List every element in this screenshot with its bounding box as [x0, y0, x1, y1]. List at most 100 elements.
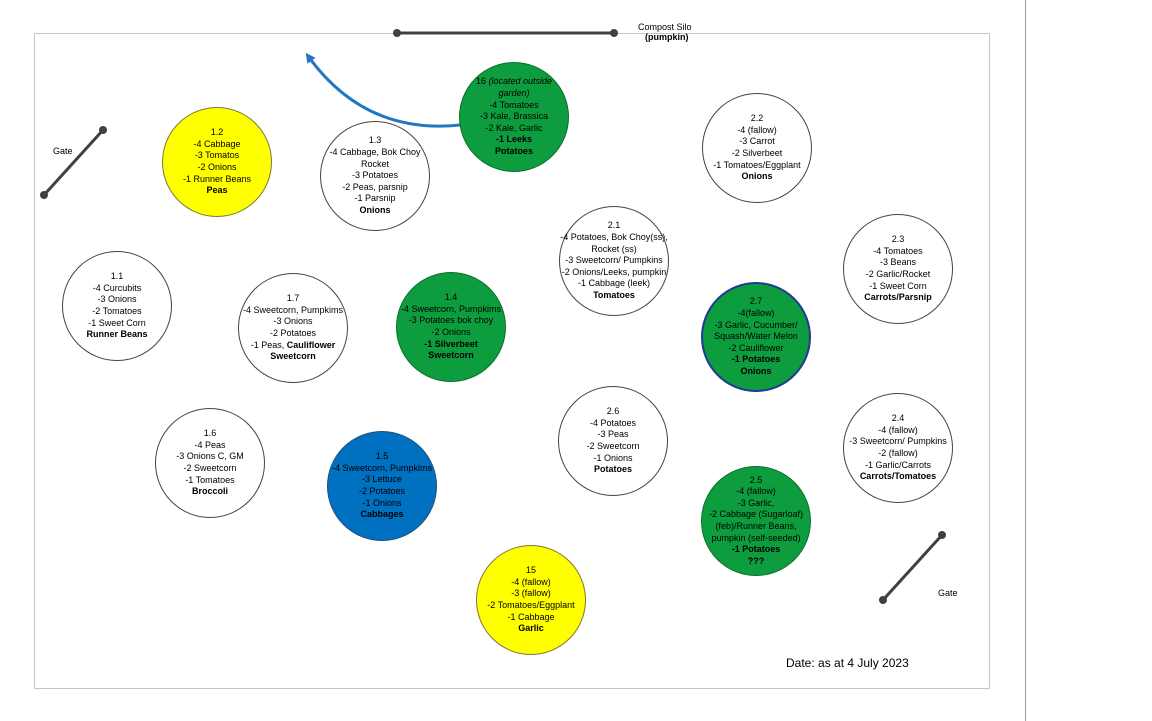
bed-id: 2.6	[606, 406, 620, 417]
bed-id: 1.5	[375, 451, 389, 462]
bed-2-6: 2.6 -4 Potatoes -3 Peas -2 Sweetcorn -1 …	[558, 386, 668, 496]
gate-left-label: Gate	[53, 146, 73, 156]
bed-line: -2 Silverbeet	[731, 148, 783, 158]
gate-right-line	[881, 533, 944, 602]
bed-1-4: 1.4 -4 Sweetcorn, Pumpkims -3 Potatoes b…	[396, 272, 506, 382]
sheet-edge-line	[1025, 0, 1026, 721]
bed-1-3: 1.3 -4 Cabbage, Bok Choy Rocket -3 Potat…	[320, 121, 430, 231]
bed-2-1: 2.1 -4 Potatoes, Bok Choy(ss), Rocket (s…	[559, 206, 669, 316]
bed-id: 1.7	[286, 293, 300, 304]
bed-id: 2.3	[891, 234, 905, 245]
bed-id: 16 (located outside garden)	[460, 76, 568, 99]
bed-current-crop: Carrots/Tomatoes	[859, 471, 937, 482]
bed-current-crop: Sweetcorn	[270, 351, 316, 362]
bed-id: 1.6	[203, 428, 217, 439]
bed-line: -1 Cabbage	[507, 611, 555, 622]
bed-line: -3 Beans	[879, 257, 917, 268]
bed-line-bold: -1 Leeks	[495, 134, 533, 145]
compost-silo-title: Compost Silo	[638, 22, 692, 32]
bed-line: -2 Peas, parsnip	[342, 181, 408, 192]
bed-line: -3 Onions C, GM	[176, 451, 244, 462]
bed-line: -3 Onions	[273, 316, 313, 327]
bed-current-crop: Onions	[741, 171, 773, 182]
bed-line: -4 Cabbage	[193, 138, 241, 149]
bed-id-number: 16	[475, 76, 486, 87]
bed-line: -4 Tomatoes	[873, 245, 923, 256]
bed-line: -3 (fallow)	[511, 588, 551, 599]
bed-id: 15	[525, 565, 536, 576]
bed-2-2: 2.2 -4 (fallow) -3 Carrot -2 Silverbeet …	[702, 93, 812, 203]
bed-line: -4(fallow)	[737, 308, 775, 319]
bed-line: -3 Garlic, Cucumber/	[714, 319, 798, 330]
bed-current-crop: ???	[747, 555, 765, 566]
bed-16: 16 (located outside garden) -4 Tomatoes …	[459, 62, 569, 172]
bed-line: -1 Sweet Corn	[88, 317, 146, 328]
bed-1-5: 1.5 -4 Sweetcorn, Pumpkims -3 Lettuce -2…	[327, 431, 437, 541]
bed-line-prefix: -1 Peas,	[250, 339, 287, 350]
move-arrow	[305, 52, 461, 128]
bed-line: -3 Kale, Brassica	[479, 111, 549, 122]
bed-line: -4 Sweetcorn, Pumpkims	[331, 462, 433, 473]
bed-id: 2.1	[607, 220, 621, 231]
bed-line: -1 Onions	[593, 452, 633, 463]
bed-line: -3 Garlic,	[737, 497, 775, 508]
bed-line: -1 Peas, Cauliflower	[251, 340, 336, 352]
bed-line: Rocket	[360, 158, 389, 169]
bed-id: 2.7	[749, 296, 763, 307]
bed-id: 2.5	[749, 474, 763, 485]
bed-line: -4 Curcubits	[92, 282, 142, 293]
bed-current-crop: Tomatoes	[593, 289, 635, 300]
bed-line: -1 Sweet Corn	[869, 280, 927, 291]
bed-line: -4 Cabbage, Bok Choy	[329, 147, 421, 158]
bed-id: 2.2	[750, 113, 764, 124]
bed-line: -4 Tomatoes	[489, 99, 539, 110]
bed-line: -3 Sweetcorn/ Pumpkins	[565, 255, 663, 266]
bed-line: -4 (fallow)	[878, 424, 918, 435]
compost-silo-subtitle: (pumpkin)	[645, 32, 689, 42]
bed-line: -1 Runner Beans	[182, 173, 252, 184]
bed-line-bold: Cauliflower	[286, 339, 336, 350]
bed-2-3: 2.3 -4 Tomatoes -3 Beans -2 Garlic/Rocke…	[843, 214, 953, 324]
bed-line: -2 Kale, Garlic	[485, 122, 543, 133]
bed-line: -2 Tomatoes/Eggplant	[487, 600, 575, 610]
bed-line: pumpkin (self-seeded)	[711, 532, 801, 543]
bed-line: -1 Garlic/Carrots	[864, 459, 931, 470]
compost-silo-label: Compost Silo (pumpkin)	[638, 22, 692, 42]
bed-current-crop: Sweetcorn	[428, 350, 474, 361]
bed-line: -4 Potatoes	[589, 417, 637, 428]
bed-line: Rocket (ss)	[591, 243, 637, 254]
bed-line: -4 (fallow)	[511, 576, 551, 587]
bed-current-crop: Cabbages	[360, 509, 404, 520]
bed-line: -4 (fallow)	[736, 486, 776, 497]
bed-location-note: (located outside garden)	[488, 76, 553, 99]
bed-line: -2 Sweetcorn	[586, 441, 640, 451]
bed-line: -2 Sweetcorn	[183, 463, 237, 473]
bed-line: -1 Cabbage (leek)	[577, 278, 651, 289]
bed-line: Squash/Water Melon	[714, 331, 798, 342]
bed-2-4: 2.4 -4 (fallow) -3 Sweetcorn/ Pumpkins -…	[843, 393, 953, 503]
bed-current-crop: Potatoes	[494, 145, 533, 156]
bed-line: -1 Onions	[362, 497, 402, 508]
bed-current-crop: Onions	[359, 204, 391, 215]
bed-line: -2 Cabbage (Sugarloaf)	[708, 509, 804, 520]
bed-line: -2 Onions	[431, 327, 471, 337]
bed-2-5: 2.5 -4 (fallow) -3 Garlic, -2 Cabbage (S…	[701, 466, 811, 576]
date-note: Date: as at 4 July 2023	[786, 656, 909, 670]
bed-line: -3 Onions	[97, 294, 137, 305]
gate-left-line	[42, 128, 105, 197]
bed-line: -4 Sweetcorn, Pumpkims	[400, 303, 502, 314]
bed-id: 1.4	[444, 292, 458, 303]
bed-line: -2 Garlic/Rocket	[865, 269, 931, 279]
bed-id: 1.1	[110, 271, 124, 282]
bed-line: -4 Potatoes, Bok Choy(ss),	[560, 232, 668, 243]
bed-current-crop: Onions	[740, 365, 772, 376]
bed-line: -2 Cauliflower	[728, 342, 784, 353]
bed-current-crop: Broccoli	[191, 486, 228, 497]
bed-line: -1 Tomatoes	[185, 474, 235, 485]
bed-line: -3 Tomatos	[194, 150, 240, 161]
bed-line: -4 (fallow)	[737, 124, 777, 135]
bed-id: 1.3	[368, 135, 382, 146]
bed-current-crop: Peas	[206, 185, 228, 196]
bed-1-6: 1.6 -4 Peas -3 Onions C, GM -2 Sweetcorn…	[155, 408, 265, 518]
